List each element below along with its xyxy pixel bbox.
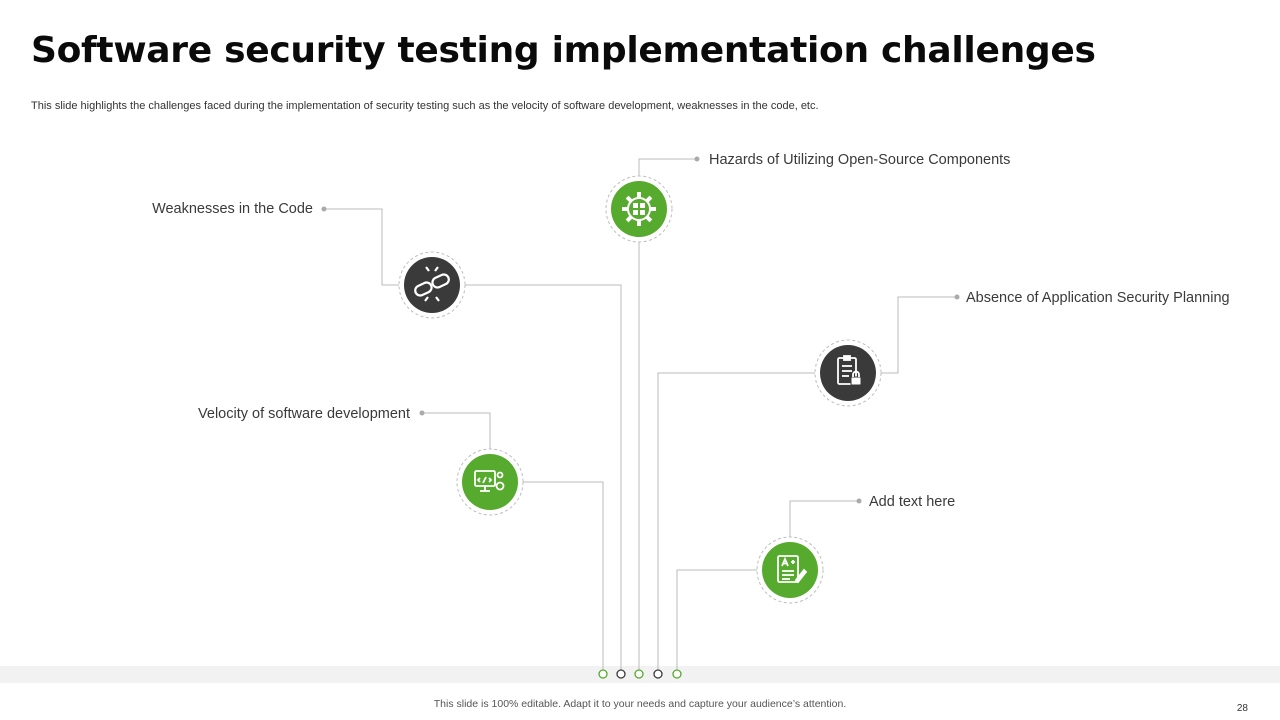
connector-absence-label [880, 296, 957, 374]
broken-chain-icon [414, 266, 450, 302]
base-dot-addtext [672, 669, 682, 679]
connector-absence [657, 372, 816, 674]
base-dot-weaknesses [616, 669, 626, 679]
label-dot-velocity [419, 410, 425, 416]
label-hazards: Hazards of Utilizing Open-Source Compone… [709, 152, 1011, 168]
node-hazards [605, 175, 673, 243]
connector-hazards-label [638, 158, 697, 180]
connector-addtext [676, 569, 760, 674]
checklist-lock-icon [837, 355, 862, 386]
gear-puzzle-icon [622, 192, 656, 226]
label-absence: Absence of Application Security Planning [966, 290, 1230, 306]
label-addtext: Add text here [869, 494, 956, 510]
node-addtext [756, 536, 824, 604]
slide-subtitle: This slide highlights the challenges fac… [31, 100, 819, 112]
base-dot-velocity [598, 669, 608, 679]
slide-footer: This slide is 100% editable. Adapt it to… [433, 698, 847, 710]
code-monitor-icon [474, 470, 505, 492]
connector-weaknesses-label [324, 208, 400, 286]
page-number: 28 [1236, 703, 1248, 714]
label-dot-hazards [694, 156, 700, 162]
node-absence [814, 339, 882, 407]
connector-velocity [521, 481, 604, 674]
label-dot-addtext [856, 498, 862, 504]
node-weaknesses [398, 251, 466, 319]
connector-addtext-label [789, 500, 859, 540]
label-velocity: Velocity of software development [198, 406, 410, 422]
base-dot-absence [653, 669, 663, 679]
label-dot-absence [954, 294, 960, 300]
base-dot-hazards [634, 669, 644, 679]
document-grade-icon [777, 555, 808, 584]
connector-weaknesses [464, 284, 622, 674]
label-weaknesses: Weaknesses in the Code [152, 201, 313, 217]
node-velocity [456, 448, 524, 516]
label-dot-weaknesses [321, 206, 327, 212]
slide-title: Software security testing implementation… [31, 30, 1096, 71]
connector-velocity-label [422, 412, 491, 452]
